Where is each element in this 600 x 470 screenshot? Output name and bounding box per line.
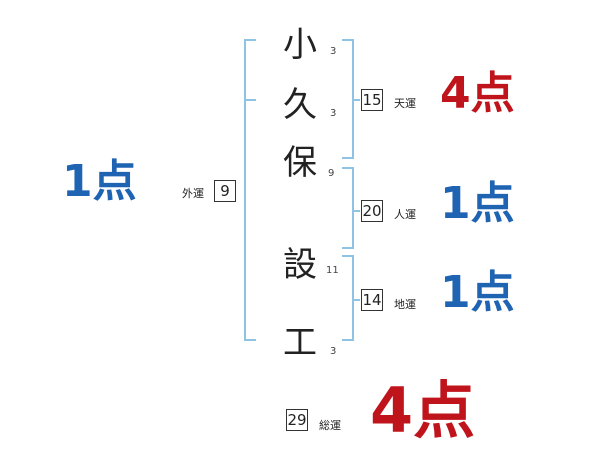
gaiun-label: 外運	[182, 187, 204, 200]
outer-bracket	[244, 39, 256, 341]
tenun-score: 4点	[440, 68, 515, 119]
jinun-score: 1点	[440, 178, 515, 229]
name-char-2: 久	[283, 85, 317, 125]
gaiun-score: 1点	[62, 156, 137, 207]
tenun-value-box: 15	[361, 89, 383, 111]
name-char-3: 保	[283, 143, 317, 183]
jinun-value-box: 20	[361, 200, 383, 222]
chiun-label: 地運	[394, 298, 416, 311]
name-char-1: 小	[283, 25, 317, 65]
stroke-count-2: 3	[330, 108, 337, 119]
chiun-value-box: 14	[361, 289, 383, 311]
souun-score: 4点	[370, 374, 476, 447]
jinun-bracket	[342, 167, 354, 249]
name-char-5: 工	[283, 323, 317, 363]
stroke-count-3: 9	[328, 168, 335, 179]
chiun-score: 1点	[440, 267, 515, 318]
stroke-count-4: 11	[326, 265, 339, 276]
chiun-bracket	[342, 255, 354, 341]
souun-value-box: 29	[286, 409, 308, 431]
tenun-label: 天運	[394, 97, 416, 110]
jinun-label: 人運	[394, 208, 416, 221]
gaiun-value-box: 9	[214, 180, 236, 202]
stroke-count-5: 3	[330, 346, 337, 357]
tenun-bracket	[342, 39, 354, 159]
name-char-4: 設	[283, 245, 317, 285]
stroke-count-1: 3	[330, 46, 337, 57]
souun-label: 総運	[319, 419, 341, 432]
